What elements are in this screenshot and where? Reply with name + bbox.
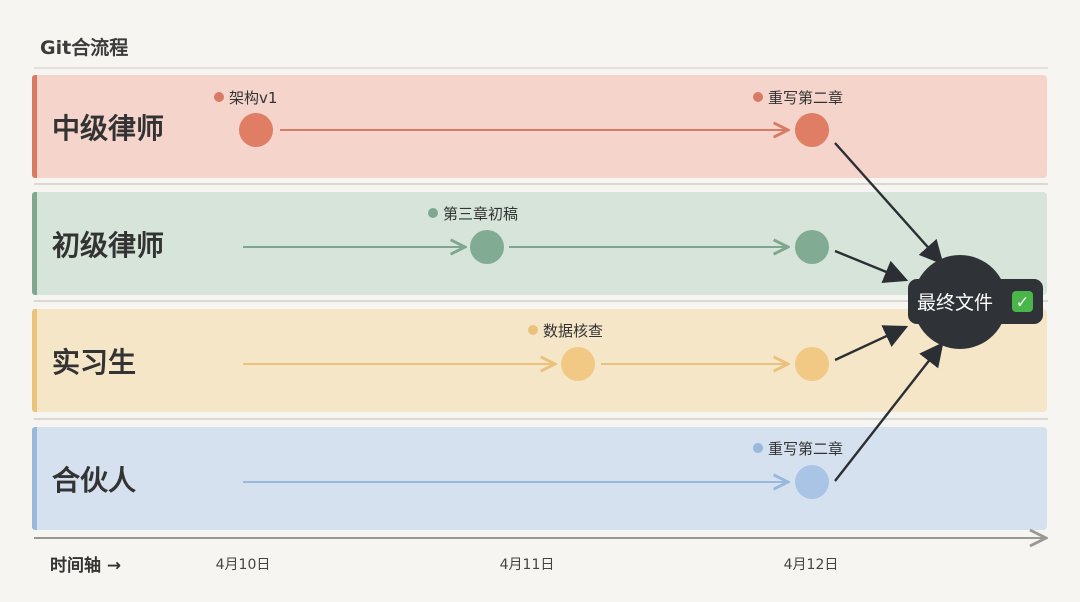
lane-label: 实习生 — [52, 345, 137, 379]
annotation-dot — [428, 208, 438, 218]
final-node-label: 最终文件 — [917, 292, 993, 314]
annotation-dot — [528, 325, 538, 335]
commit-node — [795, 113, 829, 147]
lane-accent-bar — [32, 427, 37, 530]
lane-accent-bar — [32, 309, 37, 412]
lane-accent-bar — [32, 192, 37, 295]
lane-label: 合伙人 — [52, 463, 137, 497]
merge-arrow — [834, 342, 944, 482]
commit-node — [239, 113, 273, 147]
time-axis-label: 时间轴 → — [50, 556, 122, 576]
annotation-label: 架构v1 — [229, 89, 277, 107]
final-document-node: 最终文件 ✓ — [908, 255, 1043, 349]
commit-node — [795, 230, 829, 264]
annotation-label: 第三章初稿 — [443, 205, 518, 223]
commit-node — [470, 230, 504, 264]
merge-arrow — [834, 325, 909, 362]
merge-arrow — [834, 142, 944, 265]
axis-tick-label: 4月12日 — [783, 557, 839, 573]
merge-arrow — [834, 249, 909, 283]
check-icon: ✓ — [1016, 293, 1029, 312]
lane-accent-bar — [32, 75, 37, 178]
lane-junior-lawyer: 初级律师 — [32, 192, 1047, 295]
lane-divider — [34, 418, 1048, 420]
lane-partner: 合伙人 — [32, 427, 1047, 530]
annotation-label: 重写第二章 — [768, 89, 843, 107]
page-title: Git合流程 — [40, 37, 129, 59]
lane-mid-lawyer: 中级律师 — [32, 75, 1047, 178]
annotation-label: 重写第二章 — [768, 440, 843, 458]
final-node-badge — [908, 279, 1043, 324]
annotation-dot — [214, 92, 224, 102]
title-divider — [34, 67, 1048, 69]
lane-label: 中级律师 — [52, 111, 165, 145]
axis-tick-label: 4月11日 — [499, 557, 555, 573]
annotation-dot — [753, 92, 763, 102]
lane-label: 初级律师 — [52, 228, 165, 262]
commit-node — [795, 347, 829, 381]
lane-divider — [34, 183, 1048, 185]
commit-node — [561, 347, 595, 381]
commit-node — [795, 465, 829, 499]
lane-intern: 实习生 — [32, 309, 1047, 412]
annotation-dot — [753, 443, 763, 453]
annotation-label: 数据核查 — [543, 322, 603, 340]
axis-tick-label: 4月10日 — [215, 557, 271, 573]
lane-divider — [34, 300, 1048, 302]
check-icon-box — [1012, 291, 1033, 312]
